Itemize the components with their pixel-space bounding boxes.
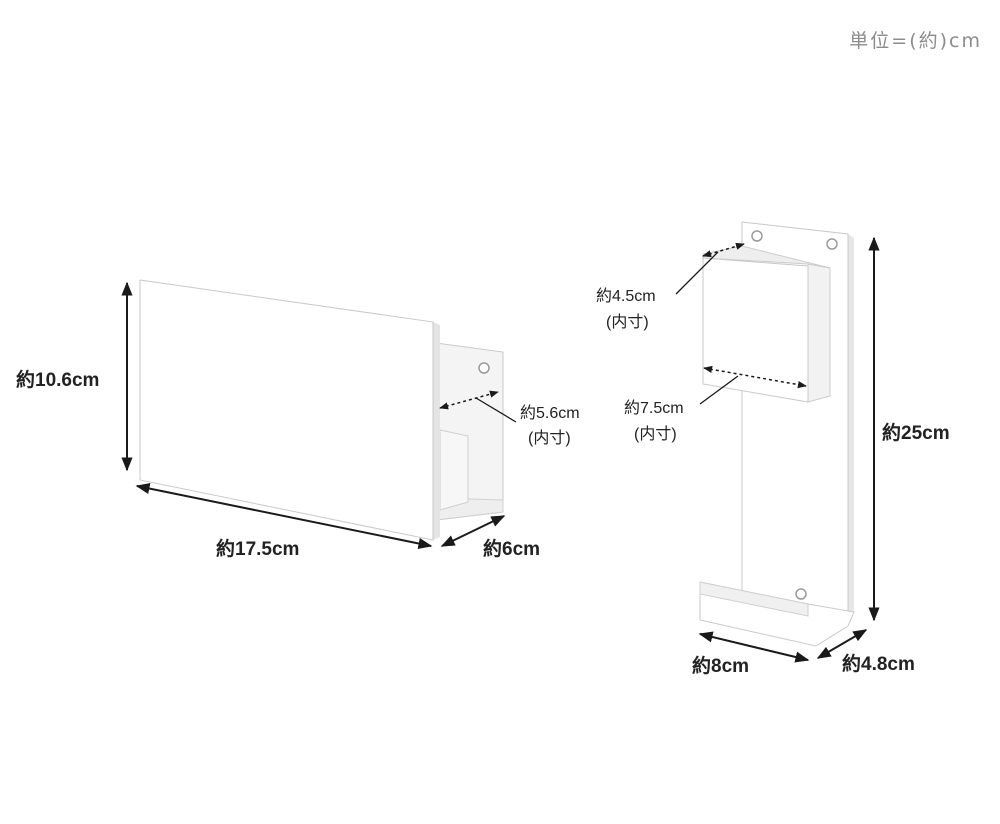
left-depth-line [440,515,506,547]
right-pocket-width-note: (内寸) [634,425,677,443]
left-holder-illustration [139,279,504,541]
right-depth-label: 約4.8cm [842,652,915,675]
right-pocket-width-leader [699,375,739,405]
left-inner-note-label: (内寸) [528,429,571,447]
left-holder-inner-lip [439,429,469,511]
right-pocket-depth-line [702,242,745,258]
left-inner-depth-label: 約5.6cm [520,404,580,422]
right-holder-top-hole-right [826,238,838,250]
left-dimension-lines [121,281,517,549]
right-holder-tray-lip [699,581,809,617]
right-holder-top-hole-left [751,230,763,242]
left-width-label: 約17.5cm [216,537,299,560]
left-inner-depth-line [439,390,499,410]
left-width-line [135,483,433,549]
right-pocket-width-label: 約7.5cm [624,399,684,417]
left-inner-depth-leader [475,397,517,423]
left-holder-front-edge [433,322,440,540]
left-holder-screw-hole [478,362,490,374]
left-holder-front-panel [139,279,434,541]
right-depth-line [816,629,868,659]
right-pocket-depth-note: (内寸) [606,313,649,331]
right-width-line [698,631,810,663]
right-holder-illustration [699,221,855,647]
right-holder-pocket-front [702,257,809,403]
right-holder-pocket-side [807,263,831,403]
right-holder-plate-edge [848,234,854,616]
left-depth-label: 約6cm [483,537,540,560]
right-pocket-depth-label: 約4.5cm [596,287,656,305]
right-height-label: 約25cm [882,421,950,444]
right-pocket-width-line [703,365,807,389]
right-pocket-depth-leader [675,251,719,295]
right-holder-bottom-hole [795,588,807,600]
unit-label: 単位=(約)cm [849,30,982,52]
right-width-label: 約8cm [692,654,749,677]
left-height-label: 約10.6cm [16,368,99,391]
right-dimension-lines [675,236,880,663]
